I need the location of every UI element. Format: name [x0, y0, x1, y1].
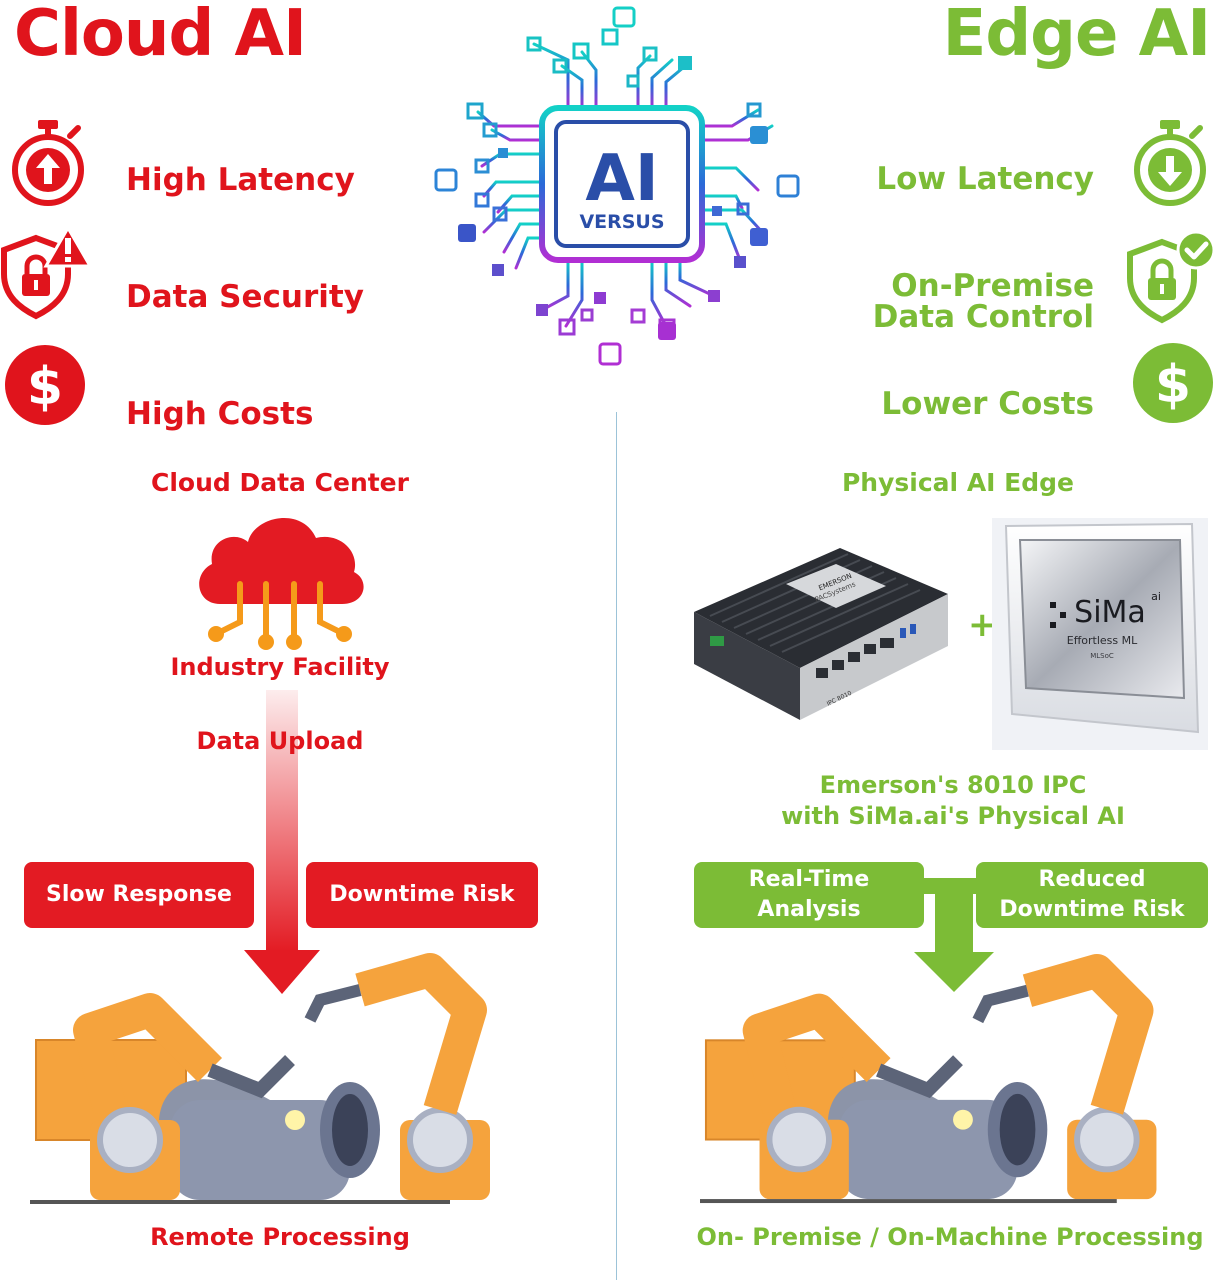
edge-feature-latency: Low Latency [876, 161, 1094, 197]
svg-text:$: $ [1155, 355, 1191, 415]
dollar-icon: $ [4, 344, 86, 426]
robot-arm-icon [700, 950, 1216, 1210]
device-caption-line1: Emerson's 8010 IPC [819, 771, 1087, 799]
cloud-circuit-icon [190, 504, 370, 654]
sima-tagline: Effortless ML [1067, 634, 1138, 647]
real-time-line2: Analysis [757, 897, 861, 922]
svg-text:$: $ [27, 357, 63, 417]
remote-processing-label: Remote Processing [150, 1223, 410, 1251]
stopwatch-up-icon [8, 118, 88, 210]
plus-sign: + [968, 605, 997, 645]
chip-ai-label: AI [585, 142, 658, 216]
shield-lock-alert-icon [0, 224, 92, 320]
industry-facility-label: Industry Facility [170, 653, 390, 681]
edge-ai-title: Edge AI [942, 0, 1211, 71]
reduced-line1: Reduced [1038, 867, 1146, 892]
device-caption-line2: with SiMa.ai's Physical AI [781, 802, 1125, 830]
shield-lock-check-icon [1126, 228, 1216, 324]
cloud-ai-title: Cloud AI [14, 0, 307, 71]
real-time-analysis-box: Real-Time Analysis [694, 862, 924, 928]
cloud-feature-security: Data Security [126, 279, 364, 315]
cloud-data-center-label: Cloud Data Center [151, 468, 409, 497]
chip-icon: AI VERSUS [432, 0, 804, 372]
downtime-risk-box: Downtime Risk [306, 862, 538, 928]
reduced-line2: Downtime Risk [999, 897, 1185, 922]
sima-logo: SiMa [1074, 595, 1146, 630]
slow-response-box: Slow Response [24, 862, 254, 928]
sima-chip: SiMa ai Effortless ML MLSoC [992, 518, 1208, 750]
reduced-downtime-box: Reduced Downtime Risk [976, 862, 1208, 928]
edge-feature-control-line2: Data Control [872, 299, 1094, 335]
emerson-ipc-device: EMERSON PACSystems IPC 8010 [690, 540, 952, 730]
sima-sub: MLSoC [1090, 652, 1114, 660]
real-time-line1: Real-Time [748, 867, 870, 892]
dollar-icon: $ [1132, 342, 1214, 424]
cloud-feature-costs: High Costs [126, 396, 314, 432]
data-upload-label: Data Upload [196, 727, 364, 755]
edge-feature-control-line1: On-Premise [891, 268, 1094, 304]
on-premise-processing-label: On- Premise / On-Machine Processing [696, 1223, 1204, 1251]
chip-versus-label: VERSUS [579, 211, 664, 233]
edge-feature-costs: Lower Costs [881, 386, 1094, 422]
cloud-feature-latency: High Latency [126, 162, 355, 198]
data-upload-arrow [244, 690, 320, 996]
robot-arm-icon [30, 950, 550, 1210]
center-divider [616, 412, 617, 1280]
stopwatch-down-icon [1130, 118, 1210, 210]
sima-logo-sup: ai [1151, 590, 1161, 603]
physical-ai-edge-label: Physical AI Edge [841, 468, 1074, 497]
